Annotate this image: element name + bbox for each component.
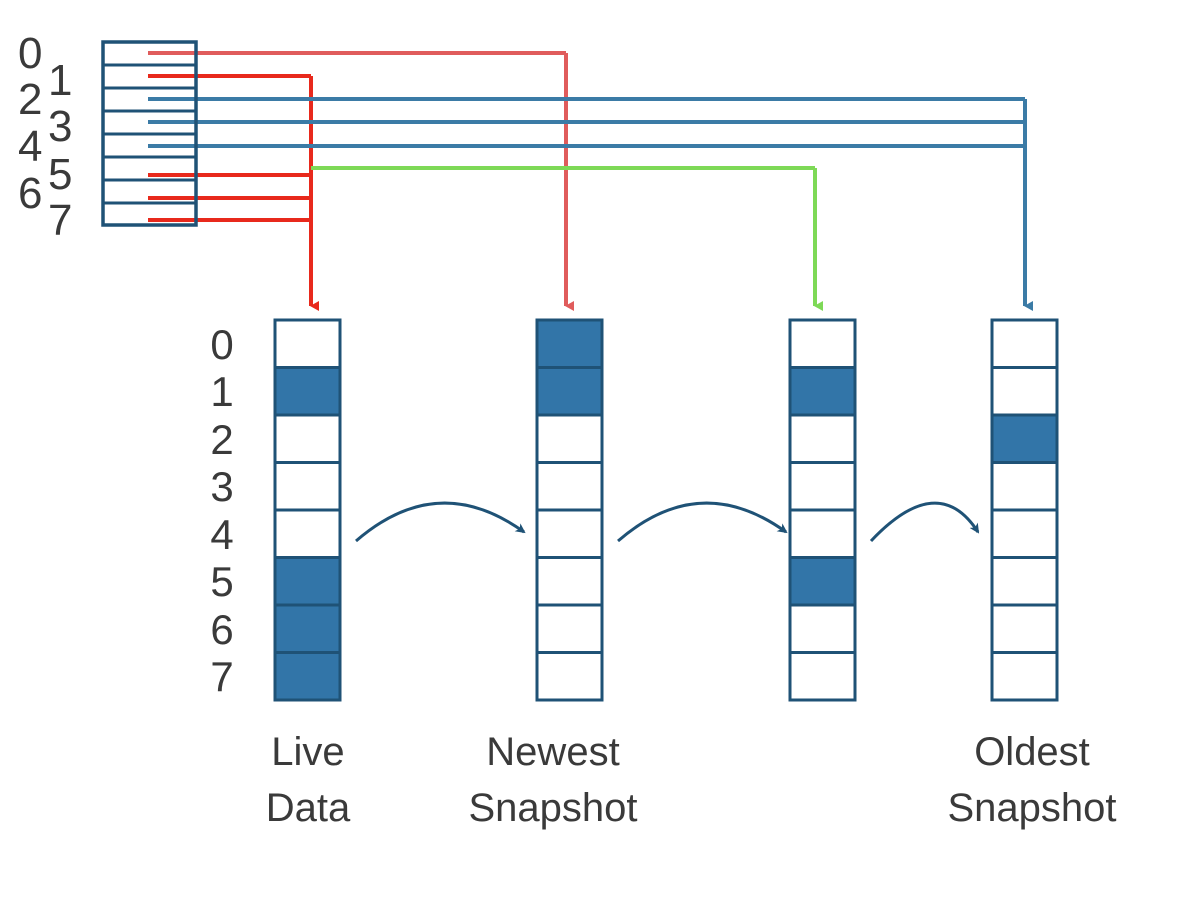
cell-newest-0[interactable] xyxy=(535,318,604,369)
column-live-data-label-line-1: Live xyxy=(271,730,344,774)
wire-red-live xyxy=(148,74,319,311)
cell-oldest-2[interactable] xyxy=(990,413,1059,464)
cell-oldest-5[interactable] xyxy=(990,556,1059,607)
cell-newest-2[interactable] xyxy=(535,413,604,464)
row-index-2: 2 xyxy=(210,416,233,463)
cell-live-1[interactable] xyxy=(273,366,342,417)
column-newest-snapshot[interactable]: Newest Snapshot xyxy=(468,318,638,830)
row-index-6: 6 xyxy=(210,606,233,653)
cell-live-6[interactable] xyxy=(273,603,342,654)
source-index-3: 3 xyxy=(48,102,72,151)
wire-bundle xyxy=(148,51,1033,311)
cell-middle-3[interactable] xyxy=(788,461,857,512)
wire-salmon-newest xyxy=(148,51,574,311)
source-index-5: 5 xyxy=(48,150,72,199)
column-oldest-snapshot[interactable]: Oldest Snapshot xyxy=(947,318,1117,830)
row-index-0: 0 xyxy=(210,321,233,368)
cell-newest-3[interactable] xyxy=(535,461,604,512)
flow-arrow-group xyxy=(355,501,980,543)
cell-newest-4[interactable] xyxy=(535,508,604,559)
cell-newest-1[interactable] xyxy=(535,366,604,417)
source-index-2: 2 xyxy=(18,75,42,124)
cell-oldest-3[interactable] xyxy=(990,461,1059,512)
source-index-1: 1 xyxy=(48,56,72,105)
cell-live-2[interactable] xyxy=(273,413,342,464)
column-live-data[interactable]: Live Data xyxy=(266,318,351,830)
column-newest-snapshot-label-line-1: Newest xyxy=(486,730,619,774)
source-index-0: 0 xyxy=(18,29,42,78)
source-index-table[interactable] xyxy=(101,40,198,227)
row-index-4: 4 xyxy=(210,511,233,558)
cell-oldest-4[interactable] xyxy=(990,508,1059,559)
row-index-5: 5 xyxy=(210,558,233,605)
cell-oldest-6[interactable] xyxy=(990,603,1059,654)
flow-arrow-3 xyxy=(869,501,980,543)
cell-middle-2[interactable] xyxy=(788,413,857,464)
cell-live-4[interactable] xyxy=(273,508,342,559)
source-index-numerals: 0 1 2 3 4 5 6 7 xyxy=(18,29,72,245)
source-index-6: 6 xyxy=(18,169,42,218)
cell-oldest-0[interactable] xyxy=(990,318,1059,369)
source-index-4: 4 xyxy=(18,122,42,171)
cell-live-3[interactable] xyxy=(273,461,342,512)
flow-arrow-1 xyxy=(355,501,526,543)
column-middle-snapshot[interactable] xyxy=(788,318,857,702)
cell-oldest-7[interactable] xyxy=(990,651,1059,702)
row-index-3: 3 xyxy=(210,463,233,510)
cell-newest-6[interactable] xyxy=(535,603,604,654)
wire-green-middle xyxy=(311,166,823,311)
cell-middle-0[interactable] xyxy=(788,318,857,369)
cell-live-7[interactable] xyxy=(273,651,342,702)
cell-middle-4[interactable] xyxy=(788,508,857,559)
cell-newest-7[interactable] xyxy=(535,651,604,702)
row-index-7: 7 xyxy=(210,653,233,700)
cell-newest-5[interactable] xyxy=(535,556,604,607)
column-newest-snapshot-label-line-2: Snapshot xyxy=(468,786,637,830)
flow-arrow-2 xyxy=(617,501,788,543)
wire-blue-oldest xyxy=(148,97,1033,311)
column-oldest-snapshot-label-line-2: Snapshot xyxy=(947,786,1116,830)
column-oldest-snapshot-label-line-1: Oldest xyxy=(974,730,1090,774)
cell-live-0[interactable] xyxy=(273,318,342,369)
cell-middle-1[interactable] xyxy=(788,366,857,417)
source-index-7: 7 xyxy=(48,196,72,245)
column-live-data-label-line-2: Data xyxy=(266,786,351,830)
cell-oldest-1[interactable] xyxy=(990,366,1059,417)
cell-middle-6[interactable] xyxy=(788,603,857,654)
cell-live-5[interactable] xyxy=(273,556,342,607)
cell-middle-5[interactable] xyxy=(788,556,857,607)
column-row-index-labels: 0 1 2 3 4 5 6 7 xyxy=(210,321,233,700)
cell-middle-7[interactable] xyxy=(788,651,857,702)
row-index-1: 1 xyxy=(210,368,233,415)
